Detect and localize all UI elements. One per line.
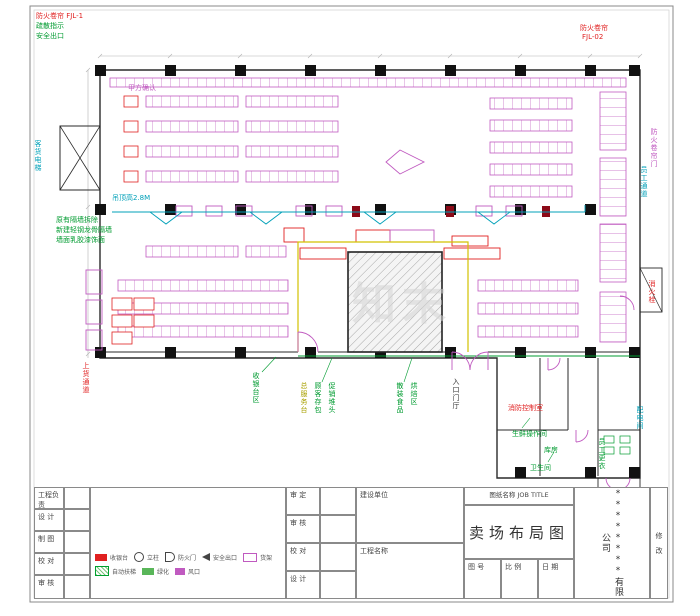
tb-scale-cell: 比 例 xyxy=(501,559,538,599)
tb-owner-cell: 建设单位 xyxy=(356,487,464,543)
power-boxes xyxy=(352,206,550,217)
tb-row-value xyxy=(64,575,90,599)
company-name: ********有限公司 xyxy=(600,489,623,597)
tb-company-cell: ********有限公司 xyxy=(574,487,650,599)
title-block: 工程负责 设 计 制 图 校 对 审 核 收银台 立柱 防火门 安全出口 货架自动扶梯 绿… xyxy=(34,487,668,599)
columns xyxy=(95,65,640,478)
tb-row-label: 工程负责 xyxy=(34,487,64,509)
red-rect-icon xyxy=(95,553,107,561)
tb-sign-value xyxy=(320,515,356,543)
drawing-title: 卖场布局图 xyxy=(468,523,569,542)
small-rect-icon xyxy=(243,552,258,562)
legend-item: 绿化 xyxy=(142,566,169,576)
tb-date-cell: 日 期 xyxy=(538,559,574,599)
legend-item: 收银台 xyxy=(95,552,128,562)
right-annex xyxy=(639,267,663,313)
tb-sign-label: 审 核 xyxy=(286,515,320,543)
legend-label: 货架 xyxy=(260,554,273,562)
legend-label: 立柱 xyxy=(147,554,160,562)
legend-label: 防火门 xyxy=(178,554,197,562)
legend-label: 自动扶梯 xyxy=(112,568,137,576)
tb-row-value xyxy=(64,531,90,553)
dimension-lines xyxy=(85,53,643,358)
tb-sign-value xyxy=(320,487,356,515)
circle-icon xyxy=(134,552,145,562)
legend-item: 防火门 xyxy=(165,552,196,562)
tb-legend-cell: 收银台 立柱 防火门 安全出口 货架自动扶梯 绿化 风口 xyxy=(90,487,286,599)
half-circle-icon xyxy=(165,552,176,562)
escalator-void xyxy=(347,251,443,353)
shelving-horizontal xyxy=(109,77,627,338)
toilet-fixture xyxy=(619,446,631,455)
tb-row-label: 校 对 xyxy=(34,553,64,575)
island-display xyxy=(385,149,426,175)
stair-shaft xyxy=(59,125,101,191)
legend-item: 自动扶梯 xyxy=(95,566,136,576)
shelf-end-tags xyxy=(111,95,155,345)
legend-item: 货架 xyxy=(243,552,272,562)
tb-sign-value xyxy=(320,571,356,599)
tb-row-label: 设 计 xyxy=(34,509,64,531)
shelving-vertical xyxy=(599,91,627,343)
legend-label: 安全出口 xyxy=(213,554,238,562)
job-title-label: 图纸名称 xyxy=(489,491,516,500)
tb-drawing-title: 卖场布局图 xyxy=(464,505,574,559)
legend-item: 立柱 xyxy=(134,552,159,562)
legend-label: 绿化 xyxy=(157,568,170,576)
tb-jobtitle-header: 图纸名称 JOB TITLE xyxy=(464,487,574,505)
tb-row-value xyxy=(64,509,90,531)
legend: 收银台 立柱 防火门 安全出口 货架自动扶梯 绿化 风口 xyxy=(95,550,285,578)
tb-row-label: 审 核 xyxy=(34,575,64,599)
green-rect-icon xyxy=(142,567,155,575)
toilet-fixture xyxy=(603,446,615,455)
tb-row-value xyxy=(64,487,90,509)
sheet-outer-border xyxy=(29,5,674,603)
legend-label: 收银台 xyxy=(110,554,129,562)
tb-sign-label: 设 计 xyxy=(286,571,320,599)
job-title-en: JOB TITLE xyxy=(517,491,549,500)
hatch-rect-icon xyxy=(95,566,109,576)
door-arcs xyxy=(297,295,635,491)
yellow-zone-boundary xyxy=(297,241,469,352)
green-lines xyxy=(261,355,640,463)
tb-revision-strip: 修 改 xyxy=(650,487,668,599)
tb-sign-label: 校 对 xyxy=(286,543,320,571)
legend-item: 风口 xyxy=(175,566,200,576)
tb-sign-label: 审 定 xyxy=(286,487,320,515)
tb-row-value xyxy=(64,553,90,575)
toilet-fixture xyxy=(603,435,615,444)
tag-icon xyxy=(175,567,186,575)
tb-row-label: 制 图 xyxy=(34,531,64,553)
toilet-fixture xyxy=(619,435,631,444)
tb-no-cell: 图 号 xyxy=(464,559,501,599)
legend-label: 风口 xyxy=(188,568,201,576)
tb-project-cell: 工程名称 xyxy=(356,543,464,599)
legend-item: 安全出口 xyxy=(202,552,237,562)
triangle-icon xyxy=(202,553,211,561)
ceiling-line-cyan xyxy=(112,205,586,225)
tb-sign-value xyxy=(320,543,356,571)
